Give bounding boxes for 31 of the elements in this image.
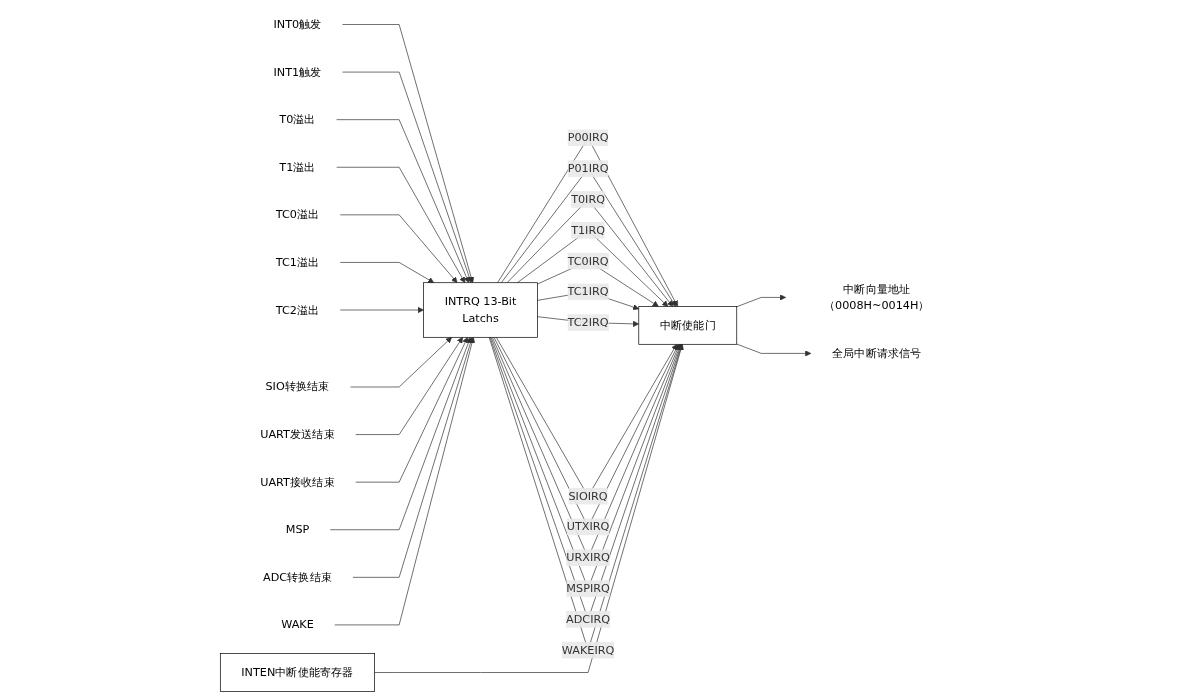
node-text: MSP: [285, 522, 310, 537]
edge-label: ADCIRQ: [566, 612, 611, 626]
edge-label: MSPIRQ: [566, 581, 610, 595]
edge-label: P00IRQ: [567, 130, 609, 145]
node-text: T0溢出: [279, 112, 316, 126]
node-text: TC0溢出: [275, 207, 320, 222]
node-text: WAKE: [281, 617, 314, 632]
edge-label: URXIRQ: [566, 550, 610, 565]
edge-label: SIOIRQ: [568, 489, 608, 503]
node-text: UART发送结束: [260, 427, 335, 441]
node-text: UART接收结束: [260, 475, 335, 489]
node-text: INT0触发: [273, 17, 322, 31]
node-box: INTRQ 13-Bit Latchs: [423, 282, 538, 338]
edge-label: T0IRQ: [571, 192, 606, 206]
node-text: 中断向量地址（0008H~0014H）: [823, 282, 930, 313]
node-text: TC2溢出: [275, 303, 320, 317]
node-box: 中断使能门: [638, 306, 738, 345]
edge-label: UTXIRQ: [566, 519, 610, 534]
node-box: INTEN中断使能寄存器: [219, 653, 375, 692]
edge-label: P01IRQ: [567, 161, 609, 175]
node-text: 全局中断请求信号: [831, 346, 922, 360]
node-text: TC1溢出: [275, 255, 320, 269]
edge-label: TC2IRQ: [567, 315, 609, 329]
node-text: SIO转换结束: [265, 379, 330, 394]
edge-label: TC1IRQ: [567, 284, 609, 299]
node-text: INT1触发: [273, 65, 322, 79]
node-text: ADC转换结束: [263, 570, 332, 584]
edge-label: TC0IRQ: [567, 254, 609, 268]
edge-label: T1IRQ: [571, 223, 606, 237]
edge-label: WAKEIRQ: [561, 643, 615, 657]
node-text: T1溢出: [279, 160, 316, 174]
